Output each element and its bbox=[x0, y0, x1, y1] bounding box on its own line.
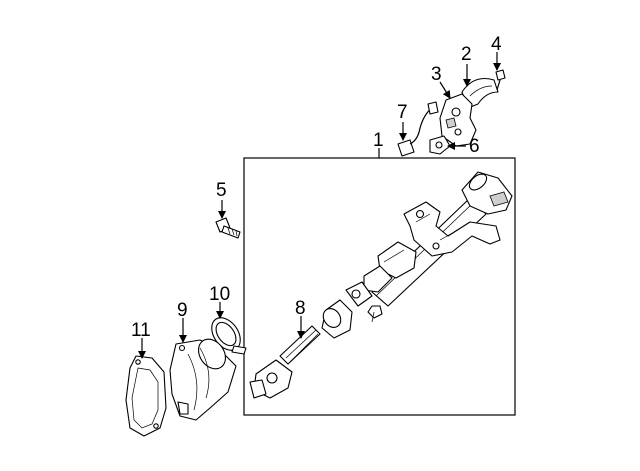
steering-column-assembly bbox=[345, 171, 513, 323]
intermediate-shaft bbox=[249, 299, 353, 399]
callout-11: 11 bbox=[131, 320, 151, 341]
callout-5: 5 bbox=[216, 180, 227, 201]
callout-4: 4 bbox=[491, 34, 502, 55]
callout-1: 1 bbox=[373, 130, 384, 151]
callout-2: 2 bbox=[461, 44, 472, 65]
bolt bbox=[215, 217, 241, 239]
leader-3 bbox=[439, 81, 451, 99]
clamp-ring bbox=[211, 317, 247, 355]
wire-harness bbox=[397, 101, 439, 157]
gasket-plate bbox=[125, 355, 167, 437]
screw-small bbox=[495, 69, 506, 91]
column-cover-upper bbox=[461, 77, 499, 109]
switch-housing bbox=[439, 93, 477, 147]
sensor-unit bbox=[429, 135, 451, 155]
callout-3: 3 bbox=[431, 64, 442, 85]
callout-8: 8 bbox=[295, 298, 306, 319]
column-boot bbox=[169, 338, 237, 421]
callout-7: 7 bbox=[397, 102, 408, 123]
callout-9: 9 bbox=[177, 300, 188, 321]
callout-6: 6 bbox=[469, 136, 480, 157]
callout-10: 10 bbox=[209, 284, 230, 305]
